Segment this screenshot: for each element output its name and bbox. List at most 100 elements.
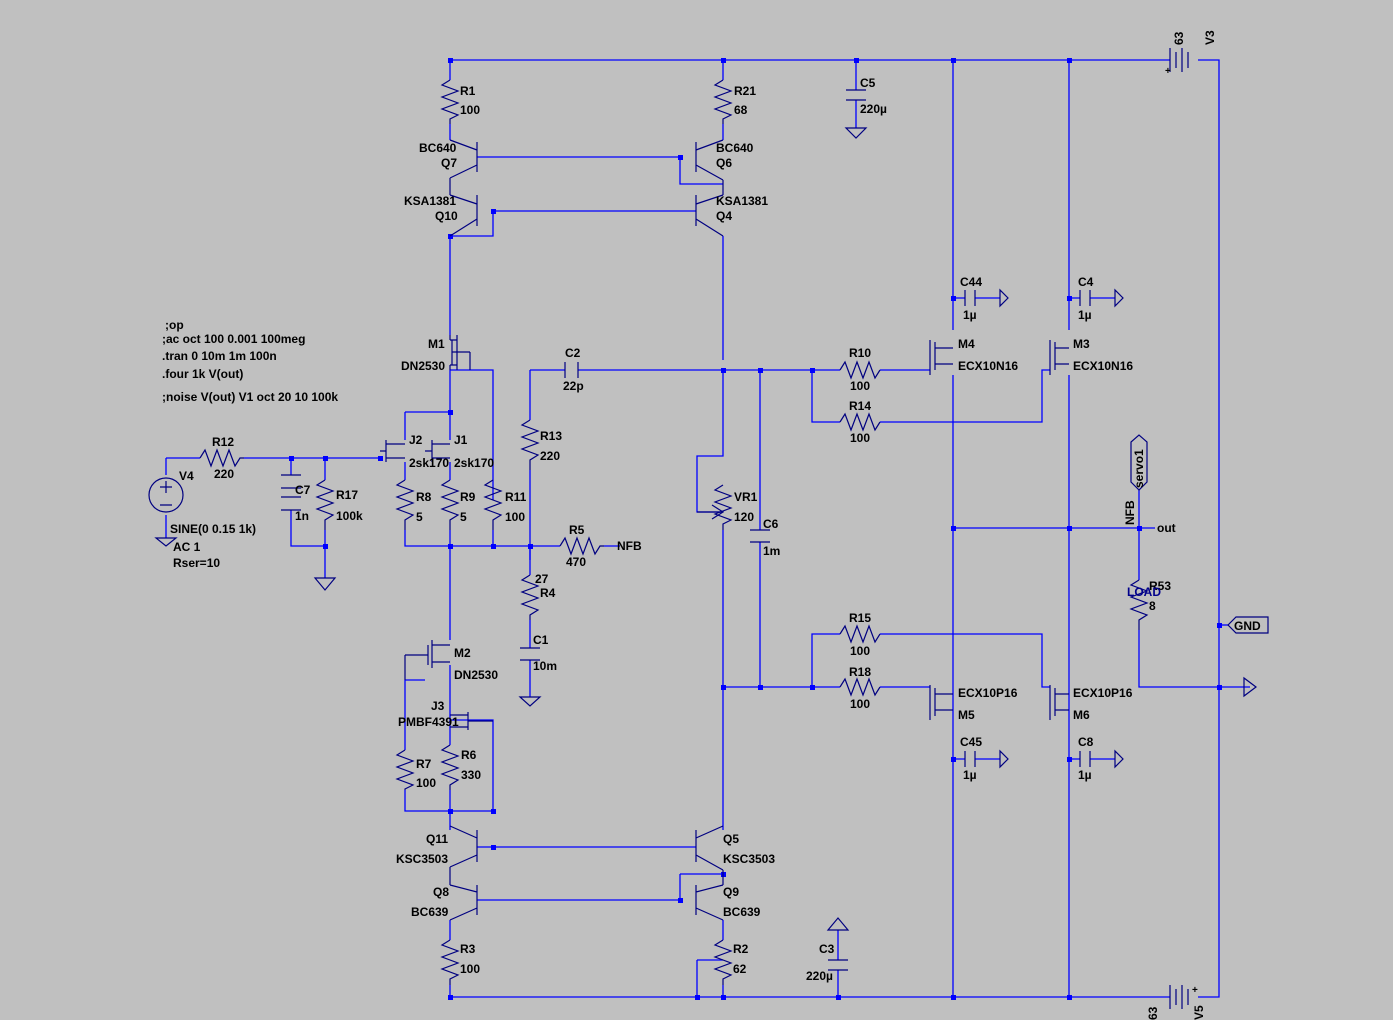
label-r12-value[interactable]: 220 (214, 467, 234, 481)
label-j2-value[interactable]: 2sk170 (409, 456, 449, 470)
label-r1-value[interactable]: 100 (460, 103, 480, 117)
label-r15-value[interactable]: 100 (850, 644, 870, 658)
label-c3-ref[interactable]: C3 (819, 942, 835, 956)
label-q4-ref[interactable]: Q4 (716, 209, 732, 223)
label-c6-value[interactable]: 1m (763, 544, 780, 558)
label-m3-ref[interactable]: M3 (1073, 337, 1090, 351)
label-q5-value[interactable]: KSC3503 (723, 852, 775, 866)
label-r6-ref[interactable]: R6 (461, 748, 477, 762)
label-m4-ref[interactable]: M4 (958, 337, 975, 351)
label-r1-ref[interactable]: R1 (460, 84, 476, 98)
label-c44-value[interactable]: 1µ (963, 308, 977, 322)
label-c2-value[interactable]: 22p (563, 379, 584, 393)
label-r3-ref[interactable]: R3 (460, 942, 476, 956)
label-vr1-value[interactable]: 120 (734, 510, 754, 524)
label-r10-value[interactable]: 100 (850, 379, 870, 393)
label-r5-value[interactable]: 470 (566, 555, 586, 569)
label-m5-ref[interactable]: M5 (958, 708, 975, 722)
label-r21-value[interactable]: 68 (734, 103, 748, 117)
label-j2-ref[interactable]: J2 (409, 433, 423, 447)
label-c7-value[interactable]: 1n (295, 509, 309, 523)
label-q6-ref[interactable]: Q6 (716, 156, 732, 170)
label-r4-ref[interactable]: R4 (540, 586, 556, 600)
label-r9-value[interactable]: 5 (460, 510, 467, 524)
label-r12-ref[interactable]: R12 (212, 435, 234, 449)
label-q10-ref[interactable]: Q10 (435, 209, 458, 223)
label-c1-ref[interactable]: C1 (533, 633, 549, 647)
label-q6-value[interactable]: BC640 (716, 141, 754, 155)
label-r13-value[interactable]: 220 (540, 449, 560, 463)
label-c8-ref[interactable]: C8 (1078, 735, 1094, 749)
label-c3-value[interactable]: 220µ (806, 969, 833, 983)
label-r7-ref[interactable]: R7 (416, 757, 432, 771)
label-r8-value[interactable]: 5 (416, 510, 423, 524)
label-v4-rser[interactable]: Rser=10 (173, 556, 220, 570)
label-r17-ref[interactable]: R17 (336, 488, 358, 502)
label-r3-value[interactable]: 100 (460, 962, 480, 976)
label-c45-value[interactable]: 1µ (963, 768, 977, 782)
label-r18-value[interactable]: 100 (850, 697, 870, 711)
label-j3-ref[interactable]: J3 (431, 699, 445, 713)
label-c1-value[interactable]: 10m (533, 659, 557, 673)
label-j1-ref[interactable]: J1 (454, 433, 468, 447)
label-r53-ref[interactable]: R53 (1149, 579, 1171, 593)
label-q8-ref[interactable]: Q8 (433, 885, 449, 899)
label-j3-value[interactable]: PMBF4391 (398, 715, 459, 729)
label-q11-value[interactable]: KSC3503 (396, 852, 448, 866)
label-c45-ref[interactable]: C45 (960, 735, 982, 749)
label-q7-ref[interactable]: Q7 (441, 156, 457, 170)
label-r9-ref[interactable]: R9 (460, 490, 476, 504)
label-r14-value[interactable]: 100 (850, 431, 870, 445)
label-v5-ref[interactable]: V5 (1192, 1005, 1206, 1020)
label-m1-ref[interactable]: M1 (428, 337, 445, 351)
label-v4-value[interactable]: SINE(0 0.15 1k) (170, 522, 256, 536)
label-c4-ref[interactable]: C4 (1078, 275, 1094, 289)
label-c4-value[interactable]: 1µ (1078, 308, 1092, 322)
label-q5-ref[interactable]: Q5 (723, 832, 739, 846)
label-m6-value[interactable]: ECX10P16 (1073, 686, 1133, 700)
label-r18-ref[interactable]: R18 (849, 665, 871, 679)
label-r6-value[interactable]: 330 (461, 768, 481, 782)
label-q4-value[interactable]: KSA1381 (716, 194, 768, 208)
label-c5-ref[interactable]: C5 (860, 76, 876, 90)
label-r8-ref[interactable]: R8 (416, 490, 432, 504)
label-v3-ref[interactable]: V3 (1203, 30, 1217, 45)
label-c44-ref[interactable]: C44 (960, 275, 982, 289)
label-q9-ref[interactable]: Q9 (723, 885, 739, 899)
label-v3-value[interactable]: 63 (1172, 31, 1186, 45)
label-r53-load[interactable]: LOAD (1127, 585, 1161, 599)
label-c6-ref[interactable]: C6 (763, 517, 779, 531)
label-q11-ref[interactable]: Q11 (426, 832, 448, 846)
label-r15-ref[interactable]: R15 (849, 611, 871, 625)
label-r21-ref[interactable]: R21 (734, 84, 756, 98)
label-m4-value[interactable]: ECX10N16 (958, 359, 1018, 373)
label-c5-value[interactable]: 220µ (860, 102, 887, 116)
label-r10-ref[interactable]: R10 (849, 346, 871, 360)
label-m6-ref[interactable]: M6 (1073, 708, 1090, 722)
label-v5-value[interactable]: 63 (1146, 1006, 1160, 1020)
label-q10-value[interactable]: KSA1381 (404, 194, 456, 208)
label-r17-value[interactable]: 100k (336, 509, 363, 523)
label-v4-ac[interactable]: AC 1 (173, 540, 201, 554)
label-m1-value[interactable]: DN2530 (401, 359, 445, 373)
label-r53-value[interactable]: 8 (1149, 599, 1156, 613)
label-r2-ref[interactable]: R2 (733, 942, 749, 956)
label-vr1-ref[interactable]: VR1 (734, 490, 758, 504)
label-c7-ref[interactable]: C7 (295, 483, 311, 497)
label-c8-value[interactable]: 1µ (1078, 768, 1092, 782)
label-q9-value[interactable]: BC639 (723, 905, 761, 919)
label-r11-ref[interactable]: R11 (505, 490, 527, 504)
label-r14-ref[interactable]: R14 (849, 399, 871, 413)
label-m5-value[interactable]: ECX10P16 (958, 686, 1018, 700)
label-r5-ref[interactable]: R5 (569, 523, 585, 537)
label-c2-ref[interactable]: C2 (565, 346, 581, 360)
label-r7-value[interactable]: 100 (416, 776, 436, 790)
label-r13-ref[interactable]: R13 (540, 429, 562, 443)
label-m3-value[interactable]: ECX10N16 (1073, 359, 1133, 373)
label-r4-value[interactable]: 27 (535, 572, 549, 586)
label-m2-value[interactable]: DN2530 (454, 668, 498, 682)
label-r2-value[interactable]: 62 (733, 962, 747, 976)
label-r11-value[interactable]: 100 (505, 510, 525, 524)
label-j1-value[interactable]: 2sk170 (454, 456, 494, 470)
